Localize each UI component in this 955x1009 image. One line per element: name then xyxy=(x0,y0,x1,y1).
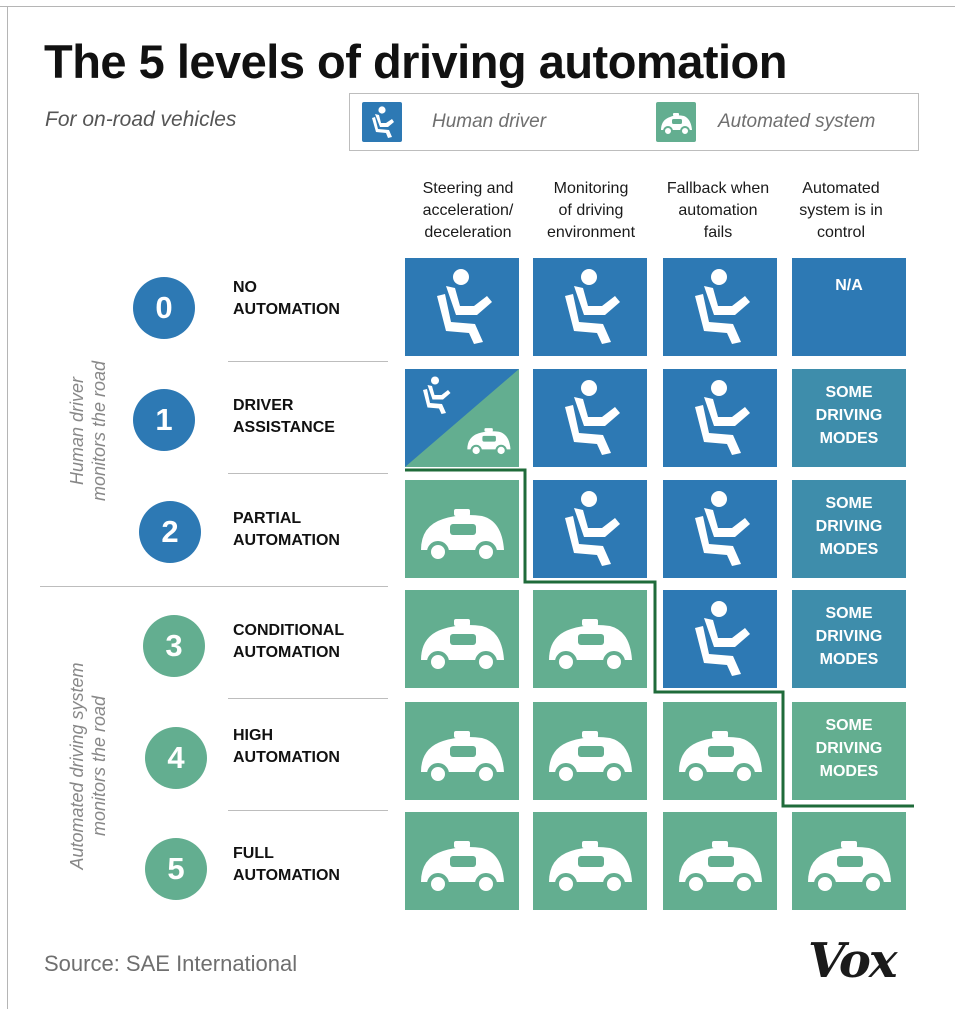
cell-level-0-monitoring xyxy=(533,258,647,356)
page-subtitle: For on-road vehicles xyxy=(45,108,237,131)
row-divider xyxy=(228,698,388,699)
cell-level-4-control: SOME DRIVING MODES xyxy=(792,702,906,800)
row-divider xyxy=(228,361,388,362)
cell-level-0-fallback xyxy=(663,258,777,356)
group-label-automated: Automated driving system monitors the ro… xyxy=(67,662,109,870)
level-4-name: HIGH AUTOMATION xyxy=(233,727,340,766)
page-title: The 5 levels of driving automation xyxy=(44,35,787,88)
level-5-name: FULL AUTOMATION xyxy=(233,845,340,884)
cell-level-0-control: N/A xyxy=(792,258,906,356)
group-divider xyxy=(40,586,388,587)
level-3-badge: 3 xyxy=(143,615,205,677)
cell-level-1-fallback xyxy=(663,369,777,467)
group-label-human: Human driver monitors the road xyxy=(67,360,109,502)
level-0-badge: 0 xyxy=(133,277,195,339)
automated-car-icon xyxy=(792,812,906,910)
automated-car-icon xyxy=(533,702,647,800)
column-header-control: Automated system is in control xyxy=(799,180,883,241)
cell-level-1-monitoring xyxy=(533,369,647,467)
source-credit: Source: SAE International xyxy=(44,951,298,976)
level-4-badge: 4 xyxy=(145,727,207,789)
cell-level-3-fallback xyxy=(663,590,777,688)
human-driver-icon xyxy=(663,590,777,688)
cell-level-1-control: SOME DRIVING MODES xyxy=(792,369,906,467)
cell-level-5-fallback xyxy=(663,812,777,910)
level-2-badge: 2 xyxy=(139,501,201,563)
vox-logo: Vox xyxy=(808,933,897,989)
automated-car-icon xyxy=(656,102,696,142)
human-driver-icon xyxy=(663,480,777,578)
level-0-name: NO AUTOMATION xyxy=(233,279,340,318)
level-3-name: CONDITIONAL AUTOMATION xyxy=(233,622,345,661)
cell-level-4-steering xyxy=(405,702,519,800)
cell-level-5-steering xyxy=(405,812,519,910)
automated-car-icon xyxy=(405,590,519,688)
legend: Human driver Automated system xyxy=(349,93,919,151)
shared-control-icon xyxy=(405,369,519,467)
legend-label-automated: Automated system xyxy=(718,111,876,132)
human-driver-icon xyxy=(362,102,402,142)
control-mode-text: SOME DRIVING MODES xyxy=(815,605,883,668)
cell-level-4-fallback xyxy=(663,702,777,800)
column-header-fallback: Fallback when automation fails xyxy=(666,180,770,241)
automated-car-icon xyxy=(533,590,647,688)
cell-level-2-fallback xyxy=(663,480,777,578)
control-mode-text: SOME DRIVING MODES xyxy=(815,717,883,780)
column-header-steering: Steering and acceleration/ deceleration xyxy=(422,180,514,241)
automated-car-icon xyxy=(533,812,647,910)
frame-left-rule xyxy=(7,6,8,1009)
level-5-badge: 5 xyxy=(145,838,207,900)
control-mode-text: SOME DRIVING MODES xyxy=(815,495,883,558)
cell-level-3-steering xyxy=(405,590,519,688)
cell-level-5-monitoring xyxy=(533,812,647,910)
human-driver-icon xyxy=(663,369,777,467)
automated-car-icon xyxy=(663,812,777,910)
level-2-name: PARTIAL AUTOMATION xyxy=(233,510,340,549)
automated-car-icon xyxy=(405,480,519,578)
human-driver-icon xyxy=(405,258,519,356)
level-1-badge: 1 xyxy=(133,389,195,451)
cell-level-2-control: SOME DRIVING MODES xyxy=(792,480,906,578)
human-driver-icon xyxy=(533,369,647,467)
frame-top-rule xyxy=(0,6,955,7)
cell-level-3-control: SOME DRIVING MODES xyxy=(792,590,906,688)
automated-car-icon xyxy=(405,702,519,800)
cell-level-5-control xyxy=(792,812,906,910)
cell-level-3-monitoring xyxy=(533,590,647,688)
cell-level-2-monitoring xyxy=(533,480,647,578)
human-driver-icon xyxy=(533,480,647,578)
cell-level-0-steering xyxy=(405,258,519,356)
cell-level-4-monitoring xyxy=(533,702,647,800)
row-divider xyxy=(228,810,388,811)
control-mode-text: N/A xyxy=(835,277,863,294)
human-driver-icon xyxy=(533,258,647,356)
row-divider xyxy=(228,473,388,474)
control-mode-text: SOME DRIVING MODES xyxy=(815,384,883,447)
automated-car-icon xyxy=(663,702,777,800)
automated-car-icon xyxy=(405,812,519,910)
cell-level-1-steering xyxy=(405,369,519,467)
legend-label-human: Human driver xyxy=(432,111,547,132)
level-1-name: DRIVER ASSISTANCE xyxy=(233,397,335,436)
cell-level-2-steering xyxy=(405,480,519,578)
column-header-monitoring: Monitoring of driving environment xyxy=(546,180,636,241)
human-driver-icon xyxy=(663,258,777,356)
